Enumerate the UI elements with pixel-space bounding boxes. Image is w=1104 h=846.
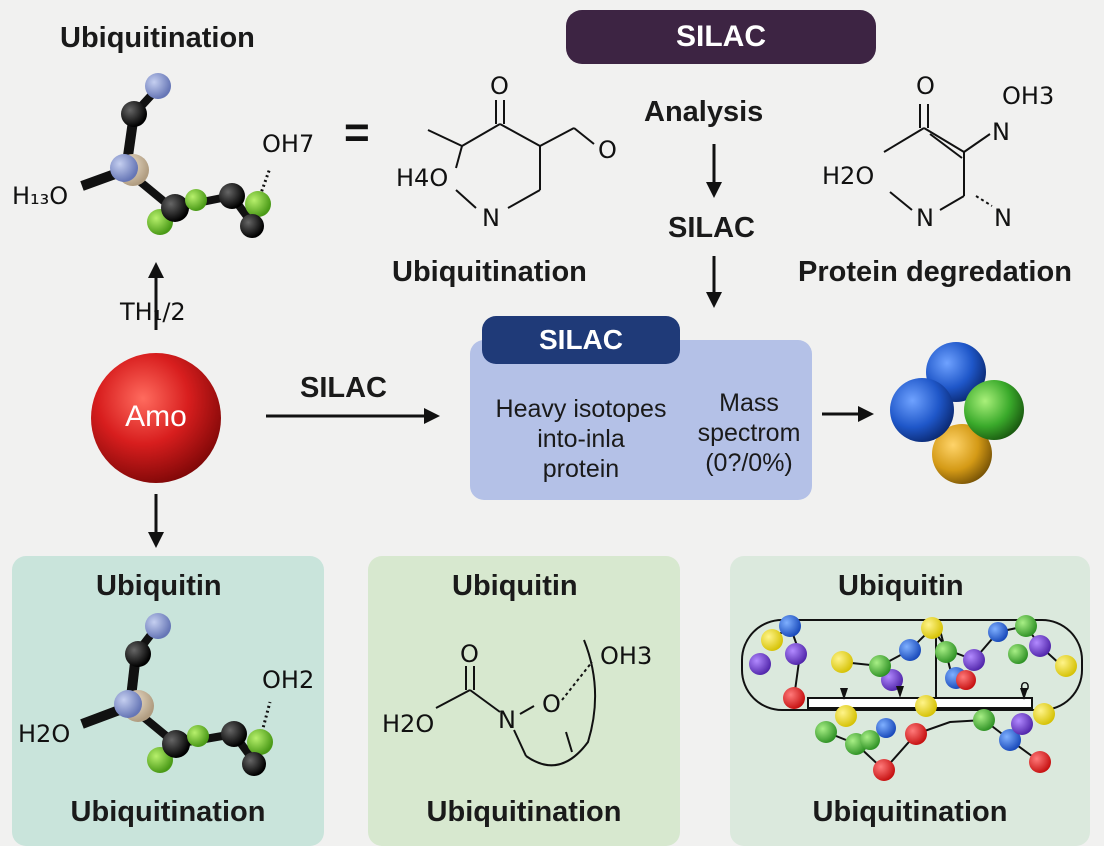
box-right-text: Mass spectrom (0?/0%) [690,388,808,478]
panel1-caption: Ubiquitination [70,796,266,828]
ubiquitination-title: Ubiquitination [60,22,255,54]
box-left-line-2: into-inla [537,425,625,453]
panel1-title: Ubiquitin [96,570,222,602]
silac-header-pill: SILAC [566,10,876,64]
box-left-line-3: protein [542,455,620,483]
silac-box-pill: SILAC [482,316,680,364]
ring-h4o: H4O [396,164,449,192]
panel1-h2o: H2O [18,720,71,748]
silac-mid-label: SILAC [668,212,755,244]
silac-arrow-label: SILAC [300,372,387,404]
right-ring-n-right: N [992,118,1010,146]
right-ring-n-far: N [994,204,1012,232]
panel2-h2o: H2O [382,710,435,738]
panel1-oh2: OH2 [262,666,315,694]
amo-label: Amo [125,400,187,433]
equals-sign: = [344,108,370,157]
analysis-label: Analysis [644,96,764,128]
h3o-label: H₁₃O [12,182,69,210]
ring-o-top: O [490,72,509,100]
silac-mass-box [470,340,812,500]
box-right-line-2: spectrom [697,419,801,447]
box-left-line-1: Heavy isotopes [495,395,667,423]
ubiquitination-caption-mid: Ubiquitination [392,256,587,288]
right-ring-n-bottom: N [916,204,934,232]
box-right-line-1: Mass [719,389,779,417]
ring-n: N [482,204,500,232]
panel3-caption: Ubiquitination [812,796,1008,828]
panel2-n: N [498,706,516,734]
right-ring-oh3: OH3 [1002,82,1055,110]
panel-ubiquitin-1 [12,556,324,846]
panel2-oh3: OH3 [600,642,653,670]
right-ring-h2o: H2O [822,162,875,190]
panel2-o2: O [542,690,561,718]
right-ring-o-top: O [916,72,935,100]
panel2-title: Ubiquitin [452,570,578,602]
th-label: TH₁/2 [120,298,186,326]
oh7-label: OH7 [262,130,315,158]
panel-ubiquitin-2 [368,556,680,846]
box-left-text: Heavy isotopes into-inla protein [474,394,688,484]
panel3-title: Ubiquitin [838,570,964,602]
panel3-small-o: o [1020,676,1030,695]
ring-o-right: O [598,136,617,164]
protein-degredation-caption: Protein degredation [798,256,1072,288]
panel2-caption: Ubiquitination [426,796,622,828]
box-right-line-3: (0?/0%) [705,449,793,477]
panel2-o: O [460,640,479,668]
